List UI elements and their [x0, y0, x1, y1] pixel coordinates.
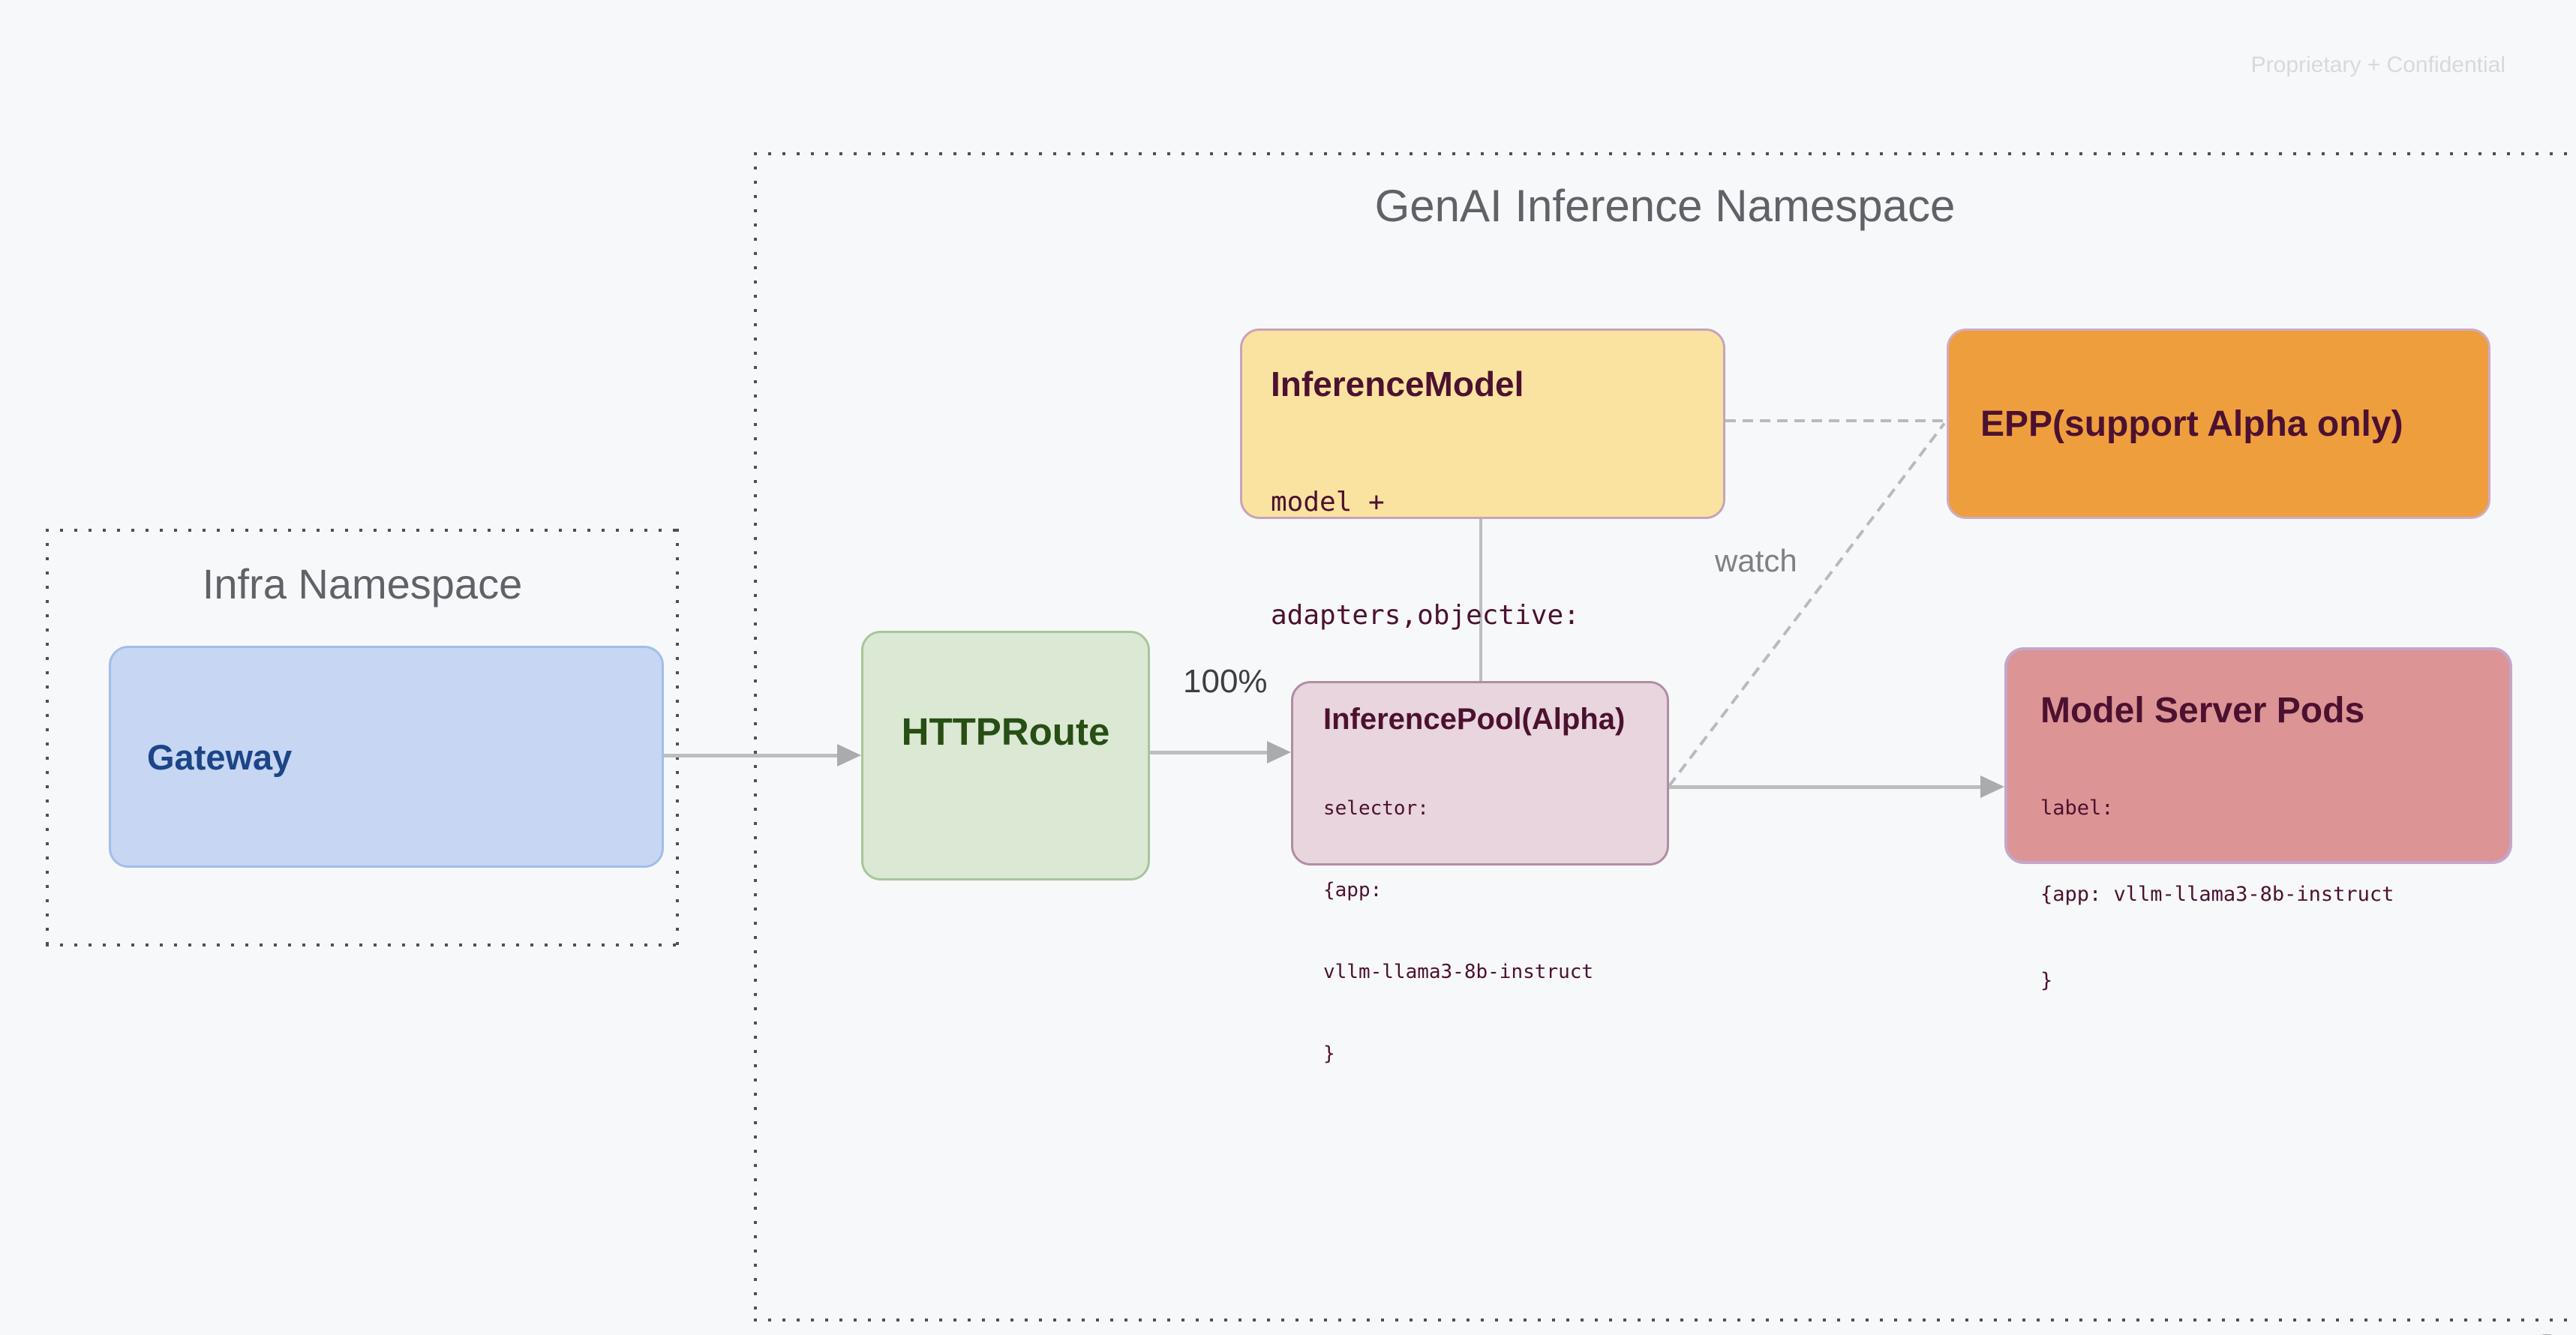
code-line: selector: — [1323, 796, 1429, 820]
inference-model-title: InferenceModel — [1271, 364, 1524, 404]
model-server-pods-node: Model Server Pods label: {app: vllm-llam… — [2004, 647, 2512, 992]
arrowhead-into-modelserver — [1980, 776, 2004, 798]
genai-namespace-title: GenAI Inference Namespace — [1374, 181, 1956, 231]
arrowhead-into-httproute — [837, 744, 861, 766]
epp-title: EPP(support Alpha only) — [1980, 404, 2403, 444]
connector-inferencepool-to-modelserver — [1669, 785, 1980, 789]
code-line: } — [2040, 969, 2053, 993]
httproute-node: HTTPRoute — [861, 631, 1150, 880]
inference-model-node: InferenceModel model + adapters,objectiv… — [1240, 328, 1725, 631]
epp-node: EPP(support Alpha only) — [1947, 328, 2490, 519]
httproute-title: HTTPRoute — [901, 710, 1110, 753]
code-line: adapters,objective: — [1271, 600, 1580, 632]
watch-label: watch — [1715, 543, 1797, 578]
code-line: {app: vllm-llama3-8b-instruct — [2040, 883, 2394, 907]
connector-httproute-to-inferencepool — [1150, 751, 1267, 754]
route-weight-label: 100% — [1183, 663, 1268, 700]
arrowhead-into-inferencepool — [1267, 741, 1291, 764]
code-line: model + — [1271, 486, 1385, 518]
gateway-node: Gateway — [109, 646, 664, 868]
connector-gateway-to-httproute — [664, 754, 837, 758]
inference-pool-title: InferencePool(Alpha) — [1323, 703, 1626, 736]
connector-inferencemodel-to-inferencepool — [1479, 519, 1482, 681]
inference-pool-node: InferencePool(Alpha) selector: {app: vll… — [1291, 681, 1669, 1065]
dashed-connector-inferencemodel-to-epp — [1725, 419, 1947, 422]
confidential-label: Proprietary + Confidential — [2250, 52, 2505, 77]
model-server-pods-title: Model Server Pods — [2040, 691, 2365, 730]
code-line: vllm-llama3-8b-instruct — [1323, 961, 1594, 984]
google-watermark: Google — [2388, 1323, 2576, 1335]
infra-namespace-title: Infra Namespace — [202, 560, 523, 608]
code-line: {app: — [1323, 878, 1383, 902]
code-line: label: — [2040, 796, 2114, 820]
gateway-title: Gateway — [147, 736, 293, 777]
code-line: } — [1323, 1042, 1335, 1066]
